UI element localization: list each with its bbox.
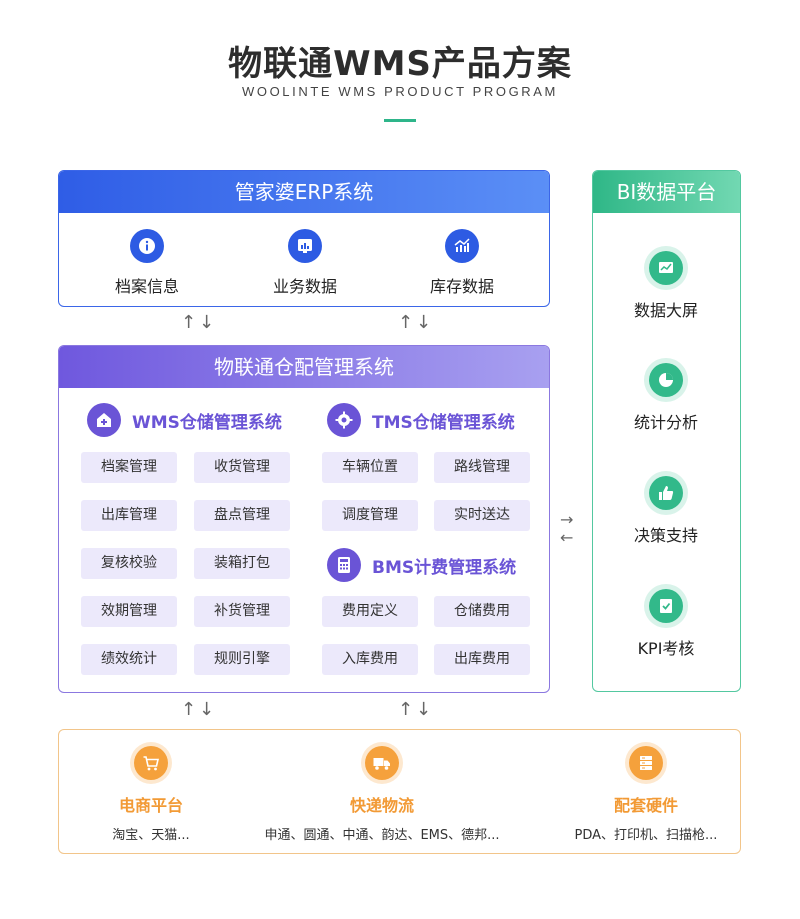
truck-icon — [365, 746, 399, 780]
wms-item: 规则引擎 — [194, 644, 290, 675]
external-integrations-box: 电商平台 淘宝、天猫... 快递物流 申通、圆通、中通、韵达、EMS、德邦...… — [58, 729, 741, 854]
check-doc-icon — [649, 589, 683, 623]
thumbs-up-icon — [649, 476, 683, 510]
gear-icon — [327, 403, 361, 437]
bottom-item-desc: PDA、打印机、扫描枪... — [574, 828, 718, 843]
bi-item-kpi: KPI考核 — [593, 589, 739, 659]
warehouse-plus-icon — [87, 403, 121, 437]
server-icon — [629, 746, 663, 780]
arrow-up-icon: ↑ — [181, 699, 197, 720]
bottom-item-desc: 申通、圆通、中通、韵达、EMS、德邦... — [264, 828, 500, 843]
trend-icon — [445, 229, 479, 263]
arrow-left-icon: ← — [560, 528, 574, 547]
calculator-icon — [327, 548, 361, 582]
erp-item-label: 档案信息 — [114, 277, 179, 296]
tms-item: 路线管理 — [434, 452, 530, 483]
arrow-down-icon: ↓ — [199, 312, 215, 333]
wms-item: 复核校验 — [81, 548, 177, 579]
erp-item-business: 业务数据 — [250, 229, 360, 297]
wms-item: 盘点管理 — [194, 500, 290, 531]
tms-item: 调度管理 — [322, 500, 418, 531]
page-subtitle: WOOLINTE WMS PRODUCT PROGRAM — [242, 84, 558, 99]
bottom-item-hardware: 配套硬件 PDA、打印机、扫描枪... — [556, 746, 736, 843]
bi-platform-box: BI数据平台 数据大屏 统计分析 决策支持 KPI考核 — [592, 170, 741, 692]
arrow-up-icon: ↑ — [181, 312, 197, 333]
erp-item-label: 库存数据 — [429, 277, 494, 296]
arrow-up-icon: ↑ — [398, 699, 414, 720]
wms-item: 档案管理 — [81, 452, 177, 483]
chart-icon — [288, 229, 322, 263]
bottom-item-title: 配套硬件 — [613, 796, 678, 815]
pie-icon — [649, 363, 683, 397]
arrow-up-icon: ↑ — [398, 312, 414, 333]
bi-item-dashboard: 数据大屏 — [593, 251, 739, 321]
arrow-down-icon: ↓ — [199, 699, 215, 720]
bottom-item-title: 快递物流 — [349, 796, 414, 815]
cart-icon — [134, 746, 168, 780]
wms-section-title: WMS仓储管理系统 — [87, 403, 282, 437]
wms-title: 物联通仓配管理系统 — [59, 346, 549, 388]
erp-item-label: 业务数据 — [272, 277, 337, 296]
erp-item-archive: 档案信息 — [92, 229, 202, 297]
wms-item: 效期管理 — [81, 596, 177, 627]
tms-item: 车辆位置 — [322, 452, 418, 483]
bi-title: BI数据平台 — [593, 171, 740, 213]
bi-item-label: 决策支持 — [633, 526, 698, 545]
bi-item-decision: 决策支持 — [593, 476, 739, 546]
dashboard-icon — [649, 251, 683, 285]
arrow-down-icon: ↓ — [416, 312, 432, 333]
erp-item-inventory: 库存数据 — [407, 229, 517, 297]
wms-item: 出库管理 — [81, 500, 177, 531]
bi-item-label: 数据大屏 — [633, 301, 698, 320]
bms-item: 仓储费用 — [434, 596, 530, 627]
wms-item: 收货管理 — [194, 452, 290, 483]
arrow-down-icon: ↓ — [416, 699, 432, 720]
wms-item: 装箱打包 — [194, 548, 290, 579]
bms-section-title: BMS计费管理系统 — [327, 548, 516, 582]
bms-item: 出库费用 — [434, 644, 530, 675]
bi-item-label: KPI考核 — [637, 639, 695, 658]
title-divider — [384, 119, 416, 122]
tms-section-title: TMS仓储管理系统 — [327, 403, 515, 437]
bms-item: 费用定义 — [322, 596, 418, 627]
bottom-item-title: 电商平台 — [118, 796, 183, 815]
wms-system-box: 物联通仓配管理系统 WMS仓储管理系统 档案管理 收货管理 出库管理 盘点管理 … — [58, 345, 550, 693]
bms-item: 入库费用 — [322, 644, 418, 675]
page-title: 物联通WMS产品方案 — [228, 44, 572, 84]
tms-item: 实时送达 — [434, 500, 530, 531]
arrow-right-icon: → — [560, 510, 574, 529]
bottom-item-ecommerce: 电商平台 淘宝、天猫... — [96, 746, 206, 843]
erp-title: 管家婆ERP系统 — [59, 171, 549, 213]
info-icon — [130, 229, 164, 263]
wms-item: 补货管理 — [194, 596, 290, 627]
bottom-item-desc: 淘宝、天猫... — [112, 828, 190, 843]
bi-item-analysis: 统计分析 — [593, 363, 739, 433]
erp-system-box: 管家婆ERP系统 档案信息 业务数据 库存数据 — [58, 170, 550, 307]
bi-item-label: 统计分析 — [633, 413, 698, 432]
bottom-item-logistics: 快递物流 申通、圆通、中通、韵达、EMS、德邦... — [247, 746, 517, 843]
wms-item: 绩效统计 — [81, 644, 177, 675]
